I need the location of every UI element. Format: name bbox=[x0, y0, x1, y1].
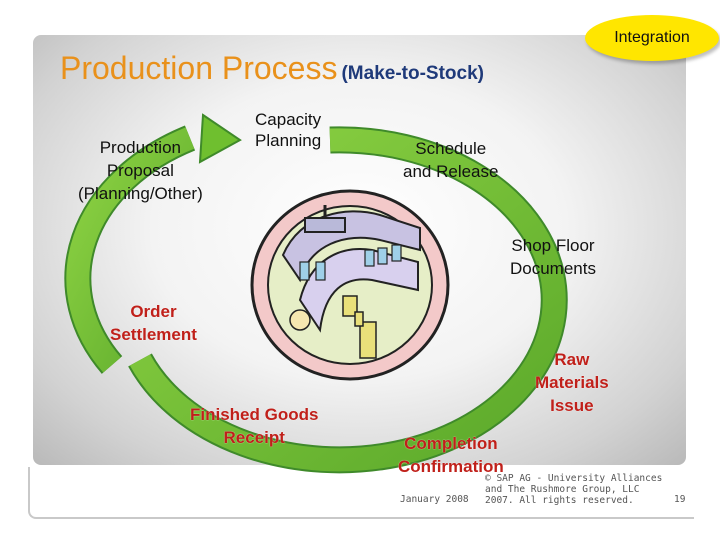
footer-date: January 2008 bbox=[400, 494, 469, 505]
factory-bottling-line-illustration-icon bbox=[250, 189, 450, 381]
footer-copyright: © SAP AG - University Alliances and The … bbox=[485, 473, 663, 506]
slide-title: Production Process(Make-to-Stock) bbox=[60, 50, 484, 86]
footer-rule bbox=[28, 467, 694, 519]
slide-subtitle: (Make-to-Stock) bbox=[341, 63, 484, 84]
page-number: 19 bbox=[674, 494, 686, 505]
circular-green-arrow-icon bbox=[64, 113, 568, 474]
integration-badge: Integration bbox=[585, 15, 719, 61]
